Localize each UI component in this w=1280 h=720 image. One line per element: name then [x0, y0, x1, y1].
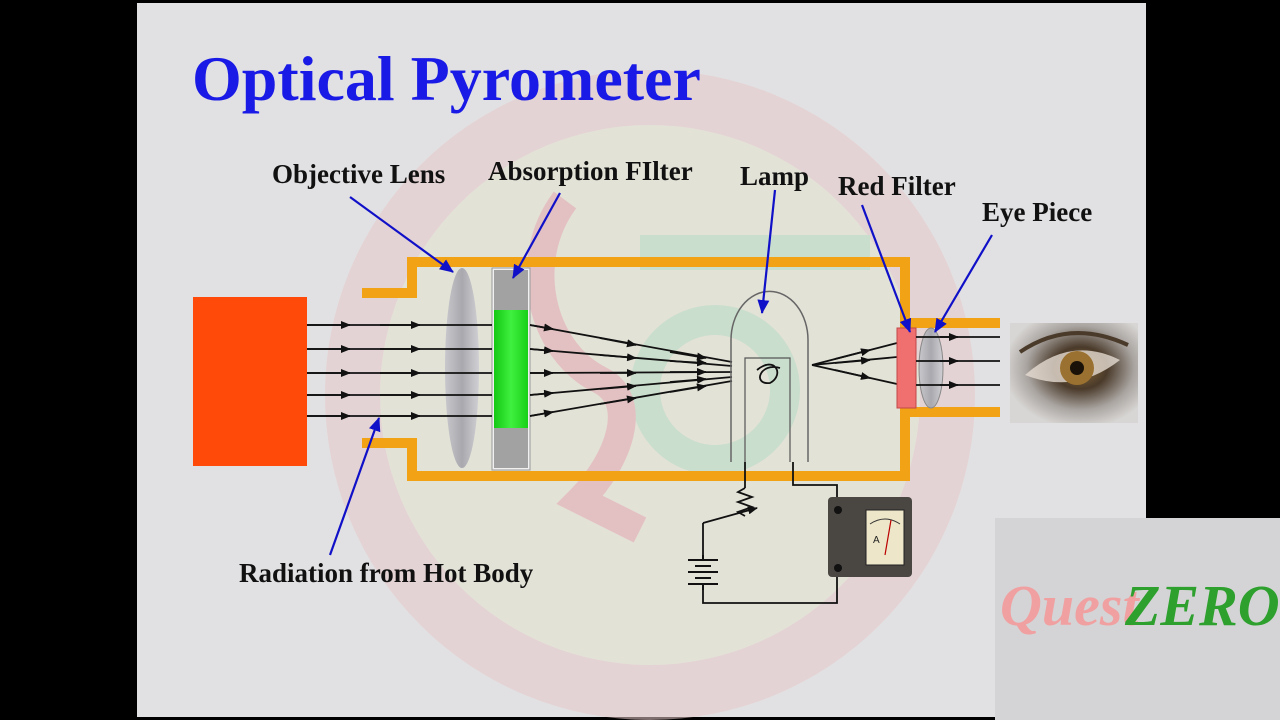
rheostat-icon	[735, 487, 755, 517]
absorption-filter	[491, 267, 531, 471]
pointer-absorption-filter	[512, 192, 561, 279]
label-objective-lens: Objective Lens	[272, 159, 445, 189]
eye-photo-icon	[1010, 323, 1138, 423]
output-rays	[916, 333, 1000, 389]
pointer-eye-piece	[934, 234, 993, 333]
objective-lens	[445, 268, 479, 468]
ammeter-icon	[828, 497, 912, 577]
red-filter	[896, 327, 917, 409]
pyrometer-tube	[362, 257, 1000, 481]
pointer-lamp	[757, 189, 777, 314]
lamp	[730, 290, 809, 462]
incoming-rays	[307, 321, 492, 420]
eye-piece-lens	[918, 327, 944, 409]
label-radiation: Radiation from Hot Body	[239, 558, 534, 588]
pointer-objective-lens	[349, 196, 454, 273]
hot-body	[193, 297, 307, 466]
slide-title: Optical Pyrometer	[192, 43, 701, 114]
watermark-brand-1: Quest	[1000, 573, 1140, 638]
pointer-arrows	[328, 189, 993, 556]
pointer-radiation	[328, 417, 381, 556]
diverging-rays	[811, 342, 898, 385]
label-lamp: Lamp	[740, 161, 809, 191]
label-eye-piece: Eye Piece	[982, 197, 1092, 227]
pointer-red-filter	[860, 204, 912, 333]
label-red-filter: Red Filter	[838, 171, 956, 201]
watermark-brand-2: ZERO	[1124, 573, 1280, 638]
watermark-box	[995, 518, 1280, 720]
converging-rays	[529, 323, 733, 418]
lamp-circuit	[702, 462, 838, 604]
label-absorption-filter: Absorption FIlter	[488, 156, 693, 186]
meter-symbol: A	[873, 535, 880, 546]
battery-icon	[688, 555, 718, 590]
